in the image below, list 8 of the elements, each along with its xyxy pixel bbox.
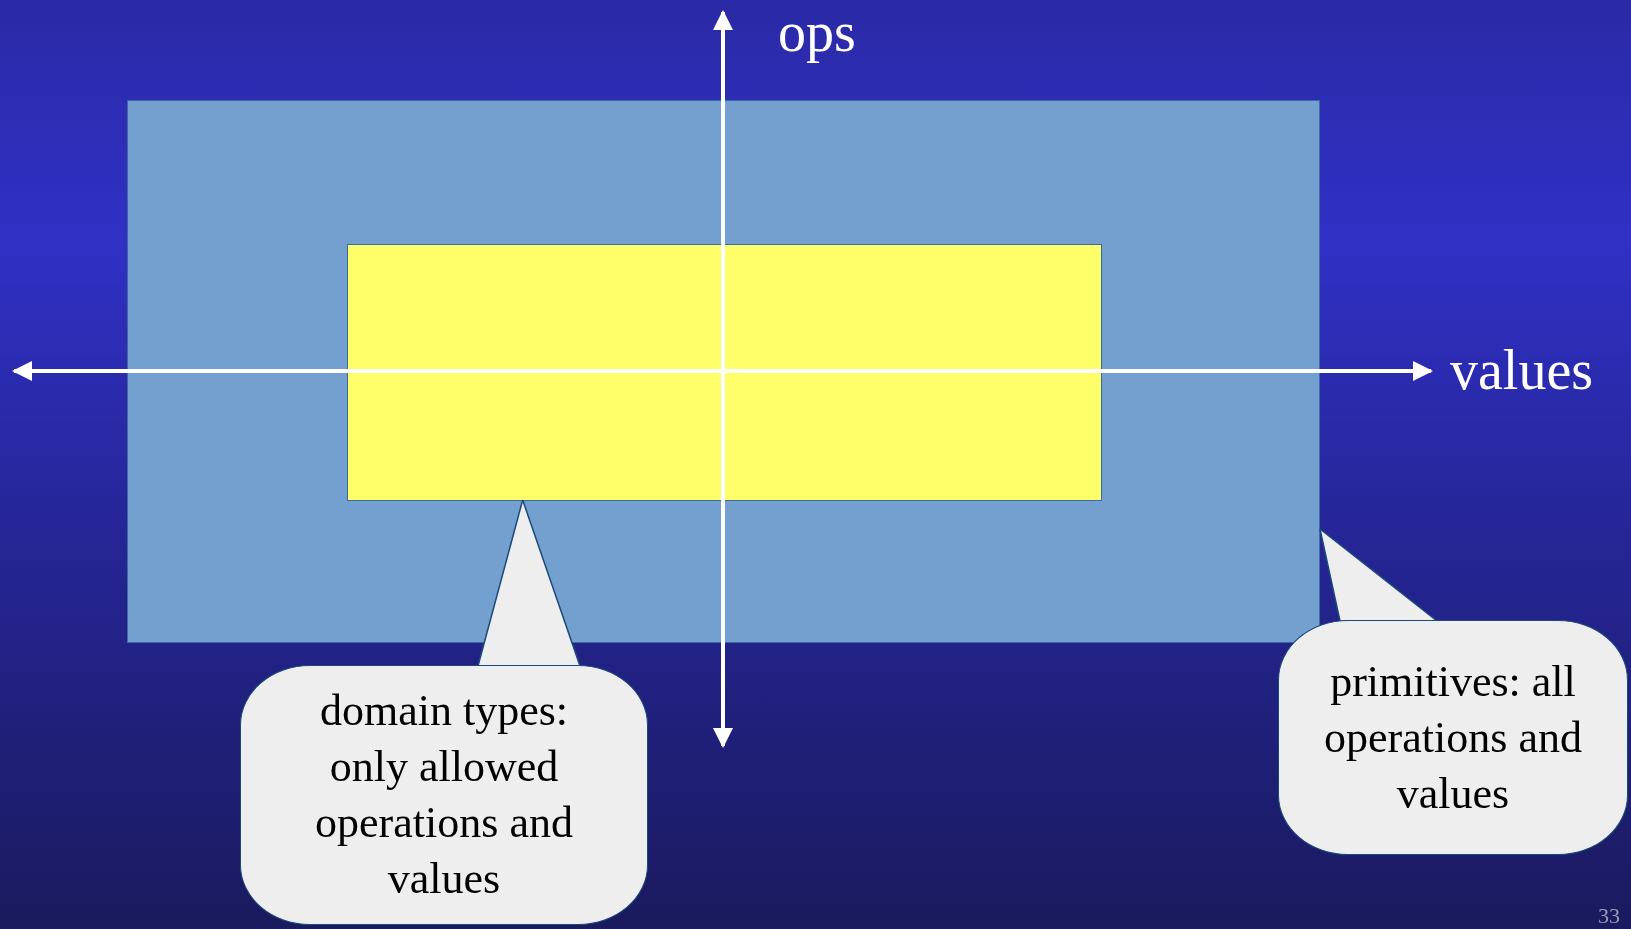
axis-label: ops xyxy=(778,2,856,62)
callout-text: domain types: only allowed operations and values xyxy=(314,685,574,905)
outer-rectangle xyxy=(127,100,1320,643)
callout-text: primitives: all operations and values xyxy=(1323,655,1583,820)
inner-rectangle xyxy=(347,244,1102,501)
page-number: 33 xyxy=(1598,904,1620,928)
axis-label: values xyxy=(1450,340,1594,400)
speech-bubble xyxy=(240,665,648,925)
